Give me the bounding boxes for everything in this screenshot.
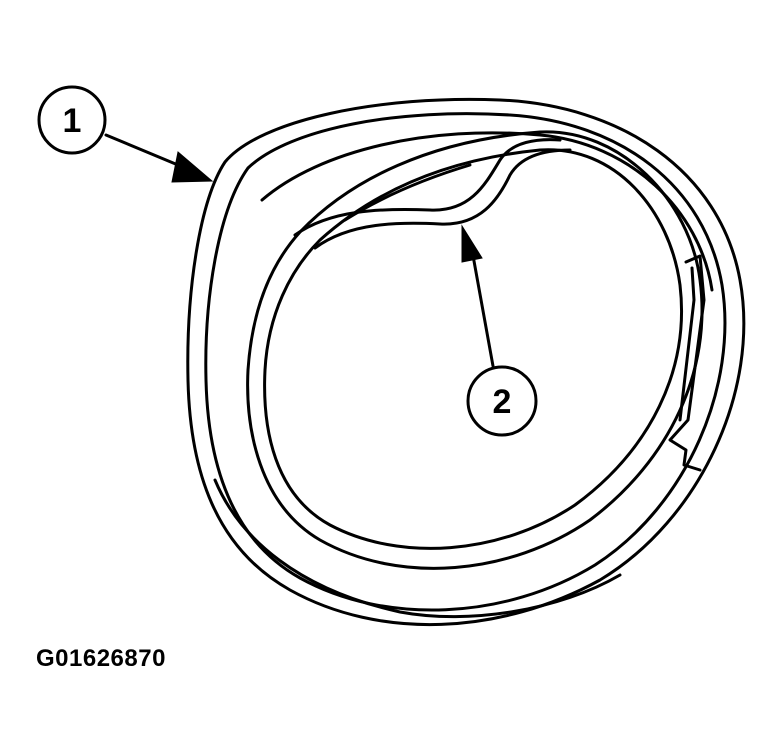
callout-2-label: 2 [493,383,512,421]
inner-ring [246,130,706,570]
callout-2-arrowhead-icon [461,224,483,263]
callout-2-leader [470,248,495,368]
callout-2-circle [466,365,538,437]
callout-1-arrowhead-icon [171,151,214,183]
callout-2: 2 [461,224,538,437]
callout-1-label: 1 [63,102,82,140]
callout-1-circle [37,85,107,155]
figure-id-label: G01626870 [36,645,166,672]
outer-ring [186,97,746,627]
callout-1: 1 [37,85,214,183]
